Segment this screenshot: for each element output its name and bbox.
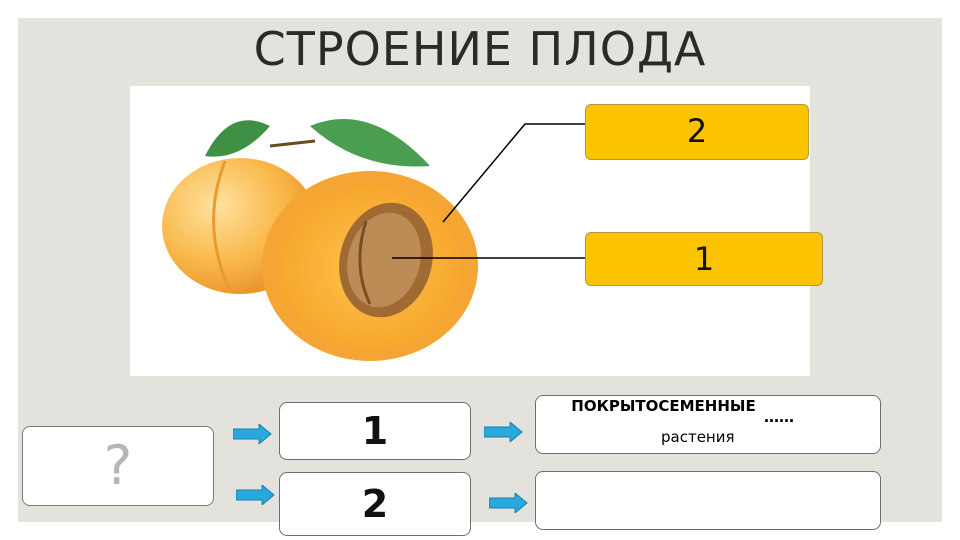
question-mark: ? — [103, 434, 133, 497]
question-box[interactable]: ? — [22, 426, 214, 506]
row-1-answer-lower: растения — [661, 428, 735, 446]
row-1-answer-box[interactable]: ПОКРЫТОСЕМЕННЫЕ …… растения — [535, 395, 881, 454]
row-1-number: 1 — [361, 409, 389, 453]
arrow-right-icon — [233, 424, 272, 444]
label-2-box: 2 — [585, 104, 809, 160]
row-1-answer-upper: ПОКРЫТОСЕМЕННЫЕ — [571, 397, 756, 415]
label-1-box: 1 — [585, 232, 823, 286]
row-2-number-box: 2 — [279, 472, 471, 536]
arrow-right-icon — [484, 422, 523, 442]
label-1-text: 1 — [693, 240, 715, 278]
row-1-answer-dots: …… — [764, 408, 794, 426]
slide-title: СТРОЕНИЕ ПЛОДА — [253, 22, 707, 76]
label-2-text: 2 — [686, 112, 708, 150]
row-2-answer-box[interactable] — [535, 471, 881, 530]
row-1-number-box: 1 — [279, 402, 471, 460]
arrow-right-icon — [236, 485, 275, 505]
row-2-number: 2 — [361, 482, 389, 526]
arrow-right-icon — [489, 493, 528, 513]
